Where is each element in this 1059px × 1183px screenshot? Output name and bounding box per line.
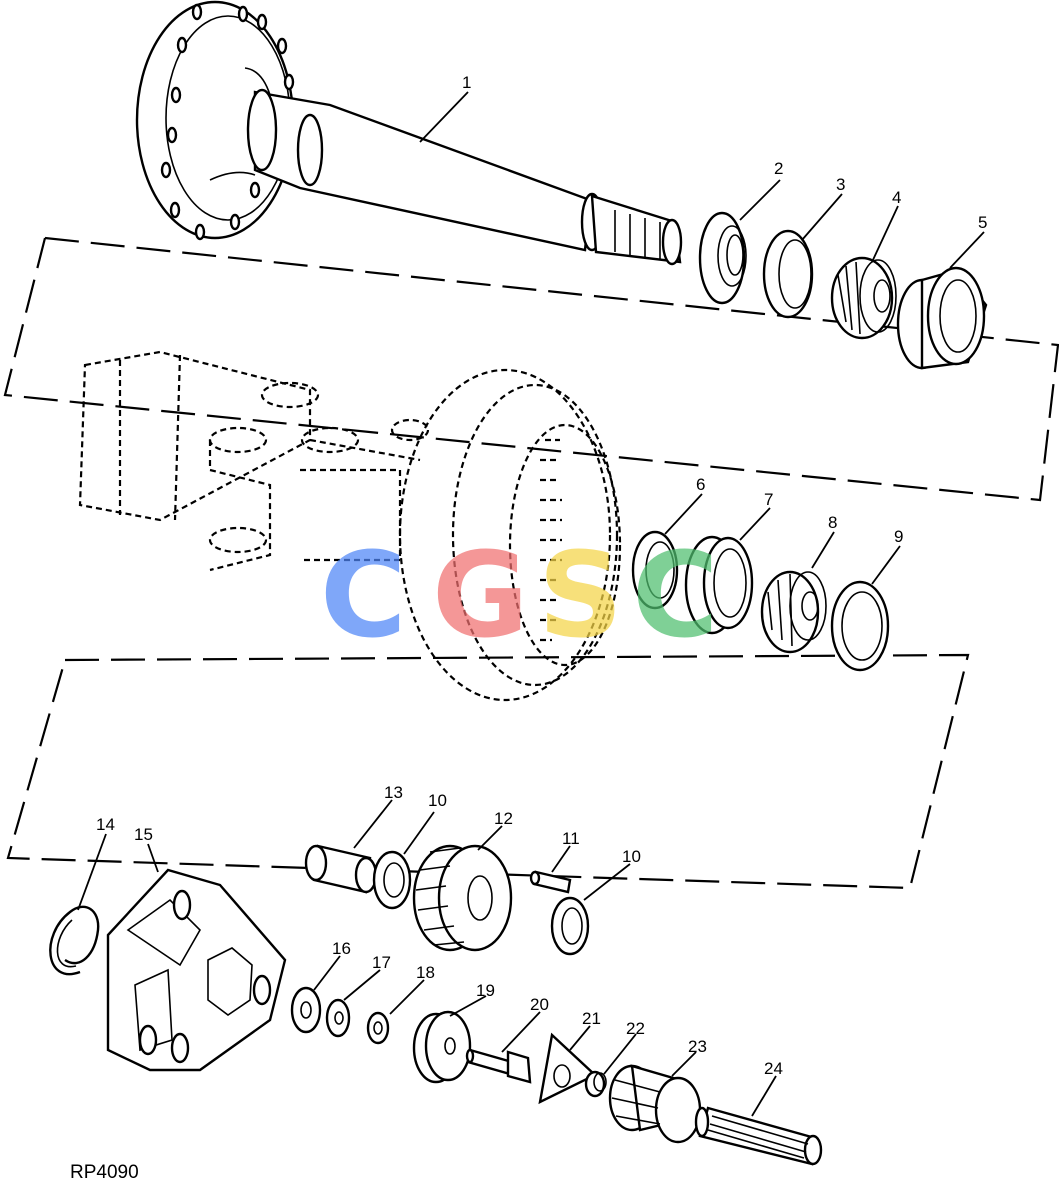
sun-gear-part-23 xyxy=(608,1064,702,1144)
callout-16: 16 xyxy=(332,939,351,958)
callout-10b: 10 xyxy=(622,847,641,866)
lock-plate-part-21 xyxy=(538,1032,598,1105)
bearing-cone-part-8 xyxy=(760,570,827,654)
drawing-id: RP4090 xyxy=(70,1162,139,1183)
callout-9: 9 xyxy=(894,527,903,546)
washer-part-16 xyxy=(290,986,322,1034)
callout-10a: 10 xyxy=(428,791,447,810)
reference-housing-outline xyxy=(78,350,622,702)
callout-20: 20 xyxy=(530,995,549,1014)
callout-21: 21 xyxy=(582,1009,601,1028)
callout-6: 6 xyxy=(696,475,705,494)
pin-part-13 xyxy=(304,844,378,894)
washer-part-10a xyxy=(372,850,412,910)
callout-19: 19 xyxy=(476,981,495,1000)
callout-24: 24 xyxy=(764,1059,783,1078)
flange-bolt-holes xyxy=(160,3,295,241)
washer-part-18 xyxy=(366,1011,390,1045)
assembly-guide-lower xyxy=(6,653,970,890)
callout-5: 5 xyxy=(978,213,987,232)
callout-8: 8 xyxy=(828,513,837,532)
watermark-letter-4: C xyxy=(632,526,719,664)
callout-leaders xyxy=(77,91,985,1117)
thrust-washer-part-19 xyxy=(412,1010,472,1084)
watermark-logo: C G S C xyxy=(320,526,719,664)
washer-part-17 xyxy=(325,998,351,1038)
callout-7: 7 xyxy=(764,490,773,509)
callout-labels: 1 2 3 4 5 6 7 8 9 10 10 11 12 13 14 15 1… xyxy=(96,73,987,1078)
callout-22: 22 xyxy=(626,1019,645,1038)
callout-15: 15 xyxy=(134,825,153,844)
washer-part-10b xyxy=(550,896,590,956)
callout-13: 13 xyxy=(384,783,403,802)
retainer-part-22 xyxy=(584,1070,607,1098)
callout-4: 4 xyxy=(892,188,901,207)
gear-part-12 xyxy=(412,844,513,952)
pin-part-11 xyxy=(529,870,572,894)
planet-carrier-part-15 xyxy=(106,868,287,1072)
callout-23: 23 xyxy=(688,1037,707,1056)
callout-2: 2 xyxy=(774,159,783,178)
callout-11: 11 xyxy=(562,829,580,848)
watermark-letter-1: C xyxy=(320,526,407,664)
callout-1: 1 xyxy=(462,73,471,92)
snap-ring-part-14 xyxy=(49,905,100,976)
shaft-part-24 xyxy=(694,1106,823,1166)
bearing-cup-part-7 xyxy=(684,535,754,635)
bearing-housing-part-5 xyxy=(896,266,988,370)
assembly-guide-upper xyxy=(3,236,1059,502)
watermark-letter-3: S xyxy=(538,526,623,664)
callout-17: 17 xyxy=(372,953,391,972)
seal-part-2 xyxy=(698,211,747,305)
axle-shaft-part xyxy=(135,0,683,266)
callout-3: 3 xyxy=(836,175,845,194)
callout-12: 12 xyxy=(494,809,513,828)
washer-part-9 xyxy=(830,580,890,672)
watermark-letter-2: G xyxy=(432,526,529,664)
seal-part-6 xyxy=(631,530,679,610)
bearing-cup-part-3 xyxy=(762,229,814,319)
callout-14: 14 xyxy=(96,815,115,834)
callout-18: 18 xyxy=(416,963,435,982)
bearing-cone-part-4 xyxy=(830,256,897,340)
bolt-part-20 xyxy=(465,1048,532,1084)
